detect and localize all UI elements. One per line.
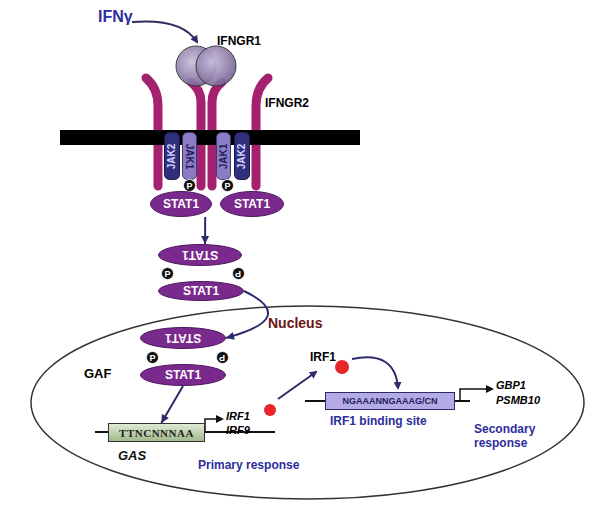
node-text: STAT1 xyxy=(183,284,219,298)
stat-shape xyxy=(159,245,242,266)
phosphate-shape xyxy=(162,268,174,280)
ligand xyxy=(196,46,236,86)
stat-shape xyxy=(159,282,244,301)
phosphate-shape xyxy=(147,352,159,364)
node-text: STAT1 xyxy=(182,248,218,262)
phosphate-circle: P xyxy=(221,179,234,192)
node-text: P xyxy=(224,181,230,191)
ligand-arrow xyxy=(132,21,197,42)
jak2-box: JAK2 xyxy=(234,132,250,180)
protein-name: IRF1 xyxy=(310,350,336,364)
node-text: P xyxy=(219,353,225,363)
gene-name: IRF1 xyxy=(226,410,250,422)
stage-label: Primary response xyxy=(198,458,299,472)
jak-shape xyxy=(183,133,197,180)
node-text: STAT1 xyxy=(165,331,201,345)
jak-shape xyxy=(165,133,180,180)
stat1-oval: STAT1 xyxy=(140,327,226,349)
phosphate-shape xyxy=(184,180,196,192)
node-heading: GAS xyxy=(118,448,146,463)
phosphate-circle: P xyxy=(232,267,245,280)
node-text: JAK1 xyxy=(184,143,195,169)
node-text: JAK1 xyxy=(218,143,229,169)
site-shape xyxy=(326,393,455,410)
stat1-oval: STAT1 xyxy=(158,244,242,266)
protein-dot xyxy=(264,404,276,416)
stat-shape xyxy=(141,328,226,349)
node-heading: IRF1 binding site xyxy=(330,414,427,428)
connector xyxy=(161,386,183,423)
node-text: JAK2 xyxy=(237,143,248,169)
arrow-head xyxy=(201,236,209,244)
receptor-label: IFNGR2 xyxy=(265,96,309,110)
arrow-head xyxy=(161,414,168,423)
transcription-arrow xyxy=(460,389,492,401)
stage-label: Secondary response xyxy=(474,422,552,450)
stat-shape xyxy=(221,192,284,217)
phosphate-shape xyxy=(217,352,229,364)
connector xyxy=(201,217,209,244)
node-text: P xyxy=(186,181,192,191)
phosphate-shape xyxy=(233,268,245,280)
phosphate-circle: P xyxy=(146,351,159,364)
stat1-oval: STAT1 xyxy=(220,191,284,217)
node-text: STAT1 xyxy=(234,197,270,211)
jak-shape xyxy=(217,133,231,180)
node-text: NGAAANNGAAAG/CN xyxy=(343,396,438,406)
node-text: P xyxy=(164,269,170,279)
connector xyxy=(226,291,268,340)
node-text: STAT1 xyxy=(163,197,199,211)
transcription-arrow xyxy=(205,419,222,432)
gas-element-box: TTNCNNNAAGAS xyxy=(108,423,205,442)
cytokine-name: IFNγ xyxy=(98,8,133,26)
gas-shape xyxy=(109,424,205,442)
node-text: P xyxy=(235,269,241,279)
node-text: JAK2 xyxy=(167,143,178,169)
connector-line xyxy=(204,217,206,244)
phosphate-shape xyxy=(222,180,234,192)
stat1-oval: STAT1 xyxy=(158,281,244,301)
phosphate-circle: P xyxy=(161,267,174,280)
irf1-site-box: NGAAANNGAAAG/CNIRF1 binding site xyxy=(325,392,455,410)
gene-name: PSMB10 xyxy=(496,394,540,406)
gene-name: GBP1 xyxy=(496,379,526,391)
translation-arrow xyxy=(278,372,316,399)
receptor-label: IFNGR1 xyxy=(217,34,261,48)
jak1-box: JAK1 xyxy=(182,132,197,180)
node-text: TTNCNNNAA xyxy=(119,427,194,439)
jak2-box: JAK2 xyxy=(164,132,180,180)
binding-arrow xyxy=(352,357,398,388)
complex-label: GAF xyxy=(84,366,111,381)
stat-shape xyxy=(151,192,212,217)
node-text: STAT1 xyxy=(165,368,201,382)
node-text: P xyxy=(149,353,155,363)
phosphate-circle: P xyxy=(183,179,196,192)
cell-membrane xyxy=(60,130,360,145)
protein-dot xyxy=(335,360,349,374)
connector-line xyxy=(161,386,183,423)
gene-name: IRF9 xyxy=(226,424,250,436)
nucleus-outline xyxy=(31,306,584,499)
jak1-box: JAK1 xyxy=(216,132,231,180)
stat-shape xyxy=(141,365,226,386)
stat1-oval: STAT1 xyxy=(140,364,226,386)
node-text: Nucleus xyxy=(268,315,322,331)
jak-shape xyxy=(235,133,250,180)
connector-line xyxy=(226,291,268,338)
stat1-oval: STAT1 xyxy=(150,191,212,217)
arrow-head xyxy=(226,332,235,340)
phosphate-circle: P xyxy=(216,351,229,364)
